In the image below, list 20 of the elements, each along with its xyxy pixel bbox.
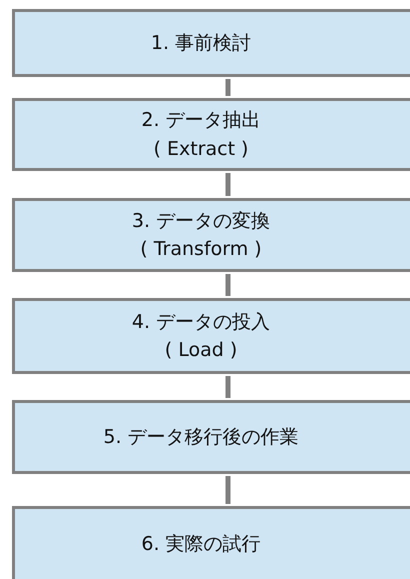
process-box <box>12 9 410 77</box>
process-box <box>12 400 410 474</box>
connector-line <box>226 274 230 296</box>
step-subtitle: ( Load ) <box>164 338 238 363</box>
connector-line <box>226 476 230 504</box>
process-box <box>12 506 410 579</box>
process-box <box>12 298 410 374</box>
step-title: 2. データ抽出 <box>141 108 261 133</box>
step-title: 3. データの変換 <box>132 208 270 234</box>
step-title: 1. 事前検討 <box>150 30 252 56</box>
step-title: 4. データの投入 <box>132 310 270 334</box>
connector-line <box>226 173 230 196</box>
step-title: 5. データ移行後の作業 <box>103 424 299 450</box>
connector-line <box>226 376 230 398</box>
step-subtitle: ( Extract ) <box>154 136 248 162</box>
connector-line <box>226 79 230 96</box>
process-box <box>12 198 410 272</box>
step-title: 6. 実際の試行 <box>141 532 261 557</box>
step-subtitle: ( Transform ) <box>140 237 262 262</box>
process-box <box>12 98 410 171</box>
